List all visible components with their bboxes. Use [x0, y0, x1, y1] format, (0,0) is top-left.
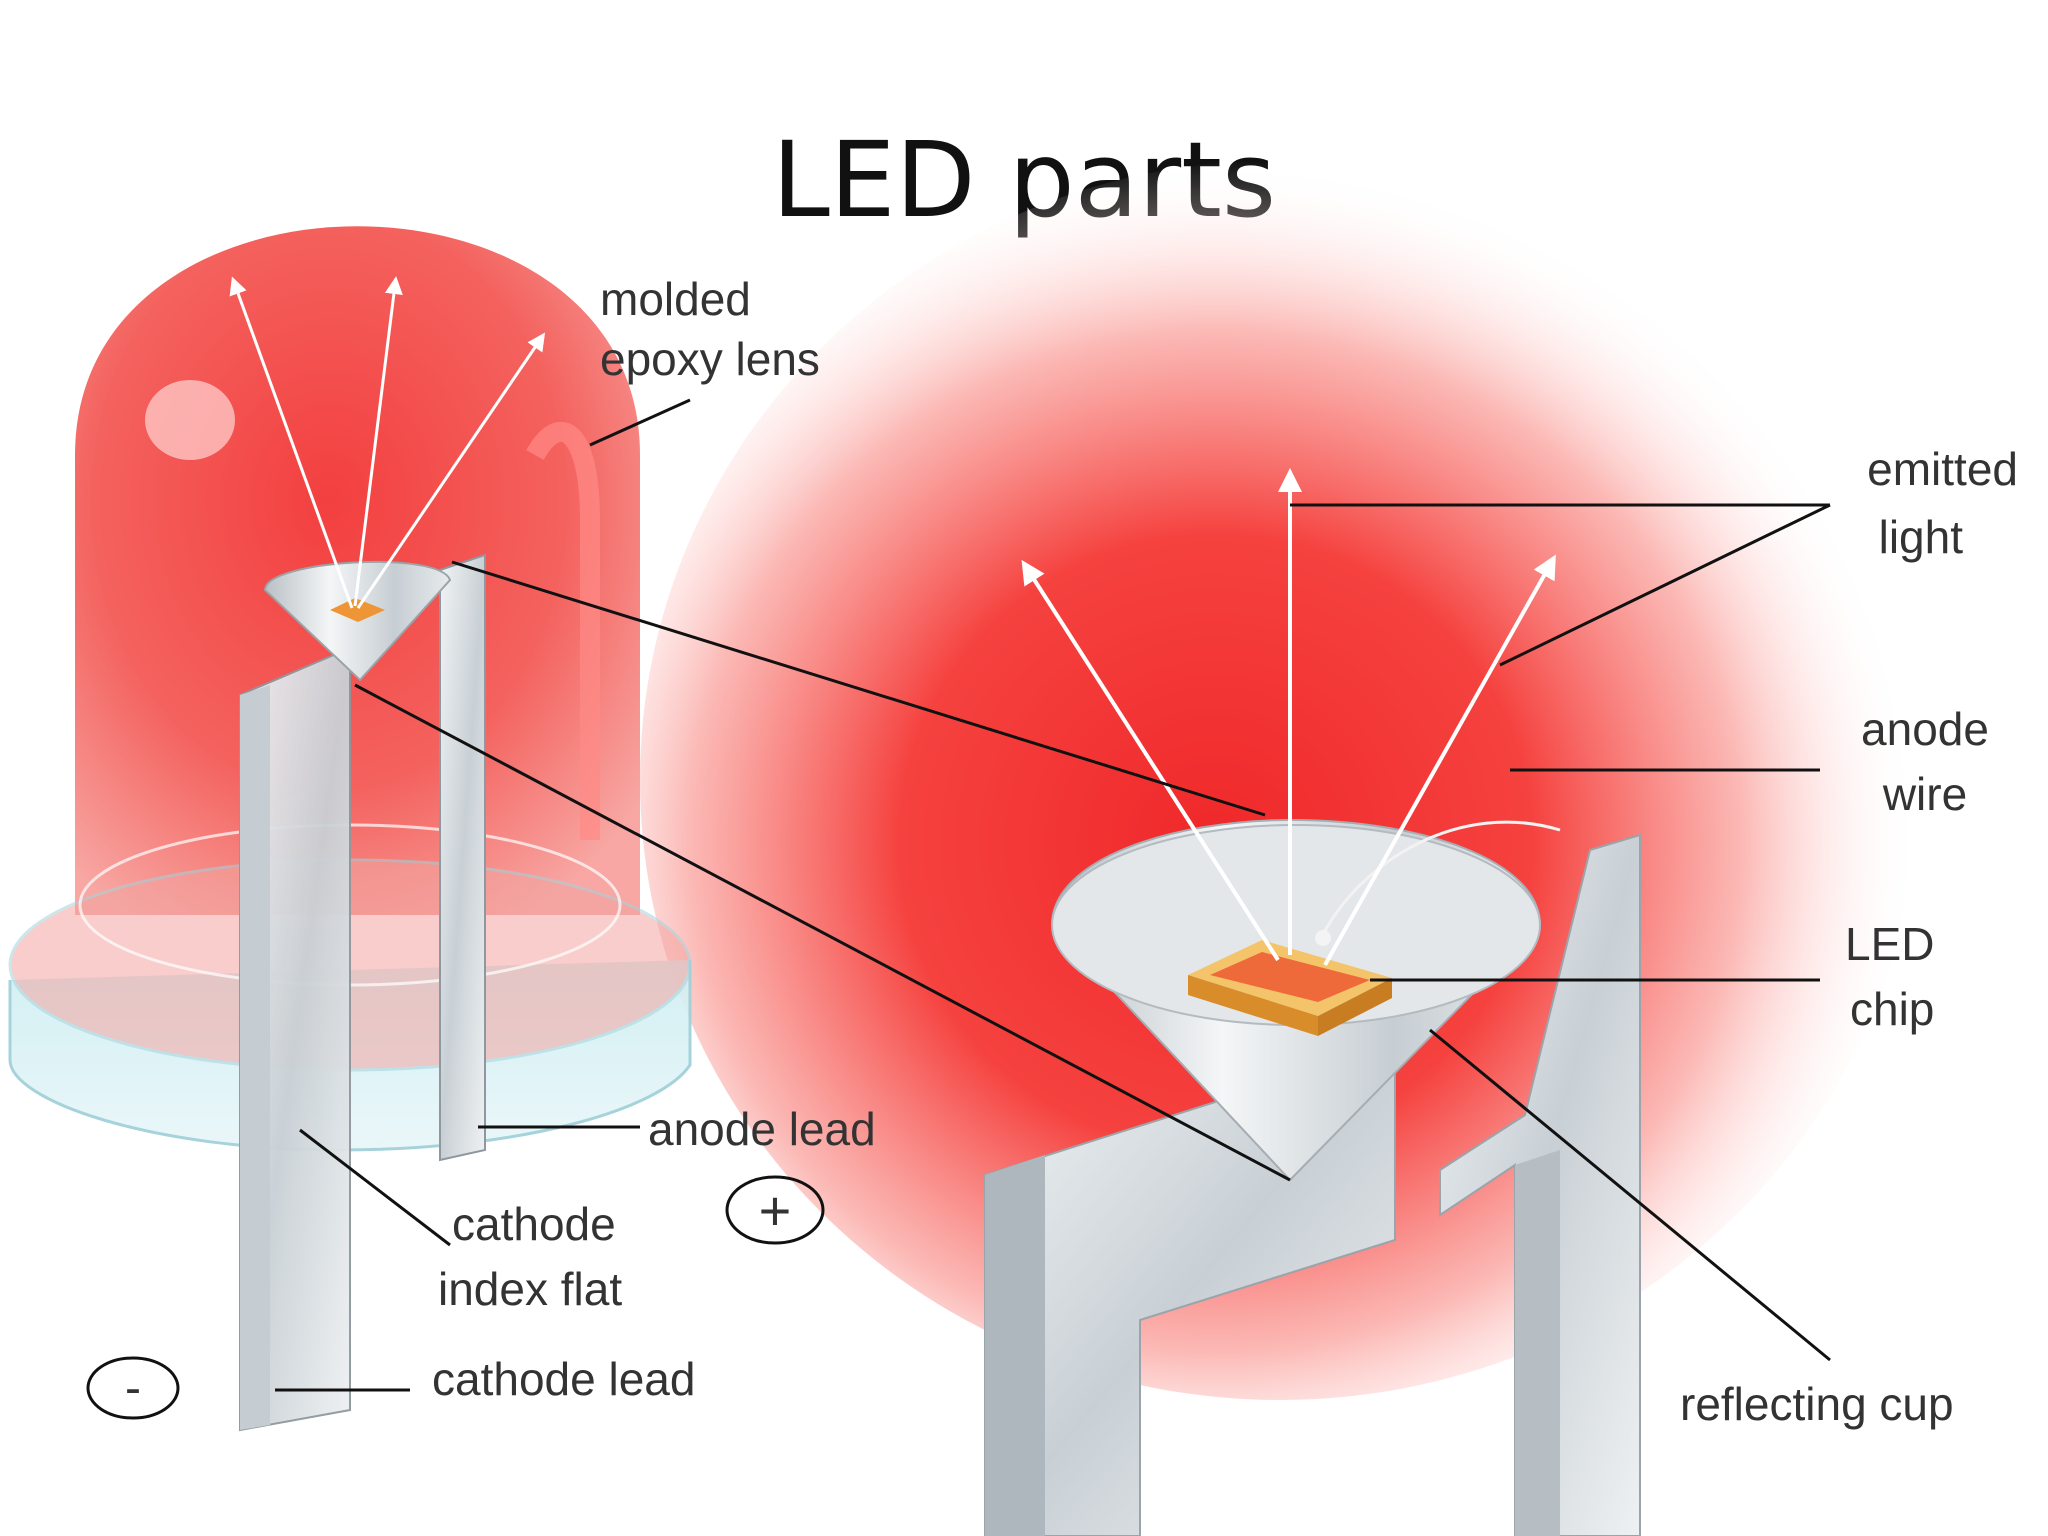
anode-wire: [1318, 820, 1561, 941]
label-anode-wire: anode wire: [1861, 703, 1989, 820]
minus-polarity-symbol: -: [86, 1356, 180, 1420]
emitted-light-arrows: [1021, 468, 1556, 966]
led-left-body: [8, 226, 692, 1432]
svg-text:molded: molded: [600, 273, 751, 325]
svg-text:LED: LED: [1845, 918, 1934, 970]
svg-text:cathode: cathode: [452, 1198, 616, 1250]
svg-text:anode: anode: [1861, 703, 1989, 755]
led-chip: [1188, 940, 1392, 1036]
svg-text:-: -: [125, 1362, 141, 1415]
label-cathode-lead: cathode lead: [432, 1353, 695, 1405]
label-reflecting-cup: reflecting cup: [1680, 1378, 1954, 1430]
label-anode-lead: anode lead: [648, 1103, 876, 1155]
label-cathode-index-flat: cathode index flat: [438, 1198, 622, 1315]
svg-text:+: +: [759, 1179, 792, 1242]
right-anode-lead: [1439, 833, 1641, 1536]
plus-polarity-symbol: +: [725, 1175, 825, 1245]
svg-text:emitted: emitted: [1867, 443, 2018, 495]
svg-text:chip: chip: [1850, 983, 1934, 1035]
label-led-chip: LED chip: [1845, 918, 1934, 1035]
label-emitted-light: emitted light: [1867, 443, 2018, 563]
svg-text:index flat: index flat: [438, 1263, 622, 1315]
svg-text:light: light: [1879, 511, 1964, 563]
svg-text:wire: wire: [1882, 768, 1967, 820]
svg-text:epoxy lens: epoxy lens: [600, 333, 820, 385]
label-molded-epoxy-lens: molded epoxy lens: [600, 273, 820, 385]
callout-lines: [275, 398, 1831, 1392]
